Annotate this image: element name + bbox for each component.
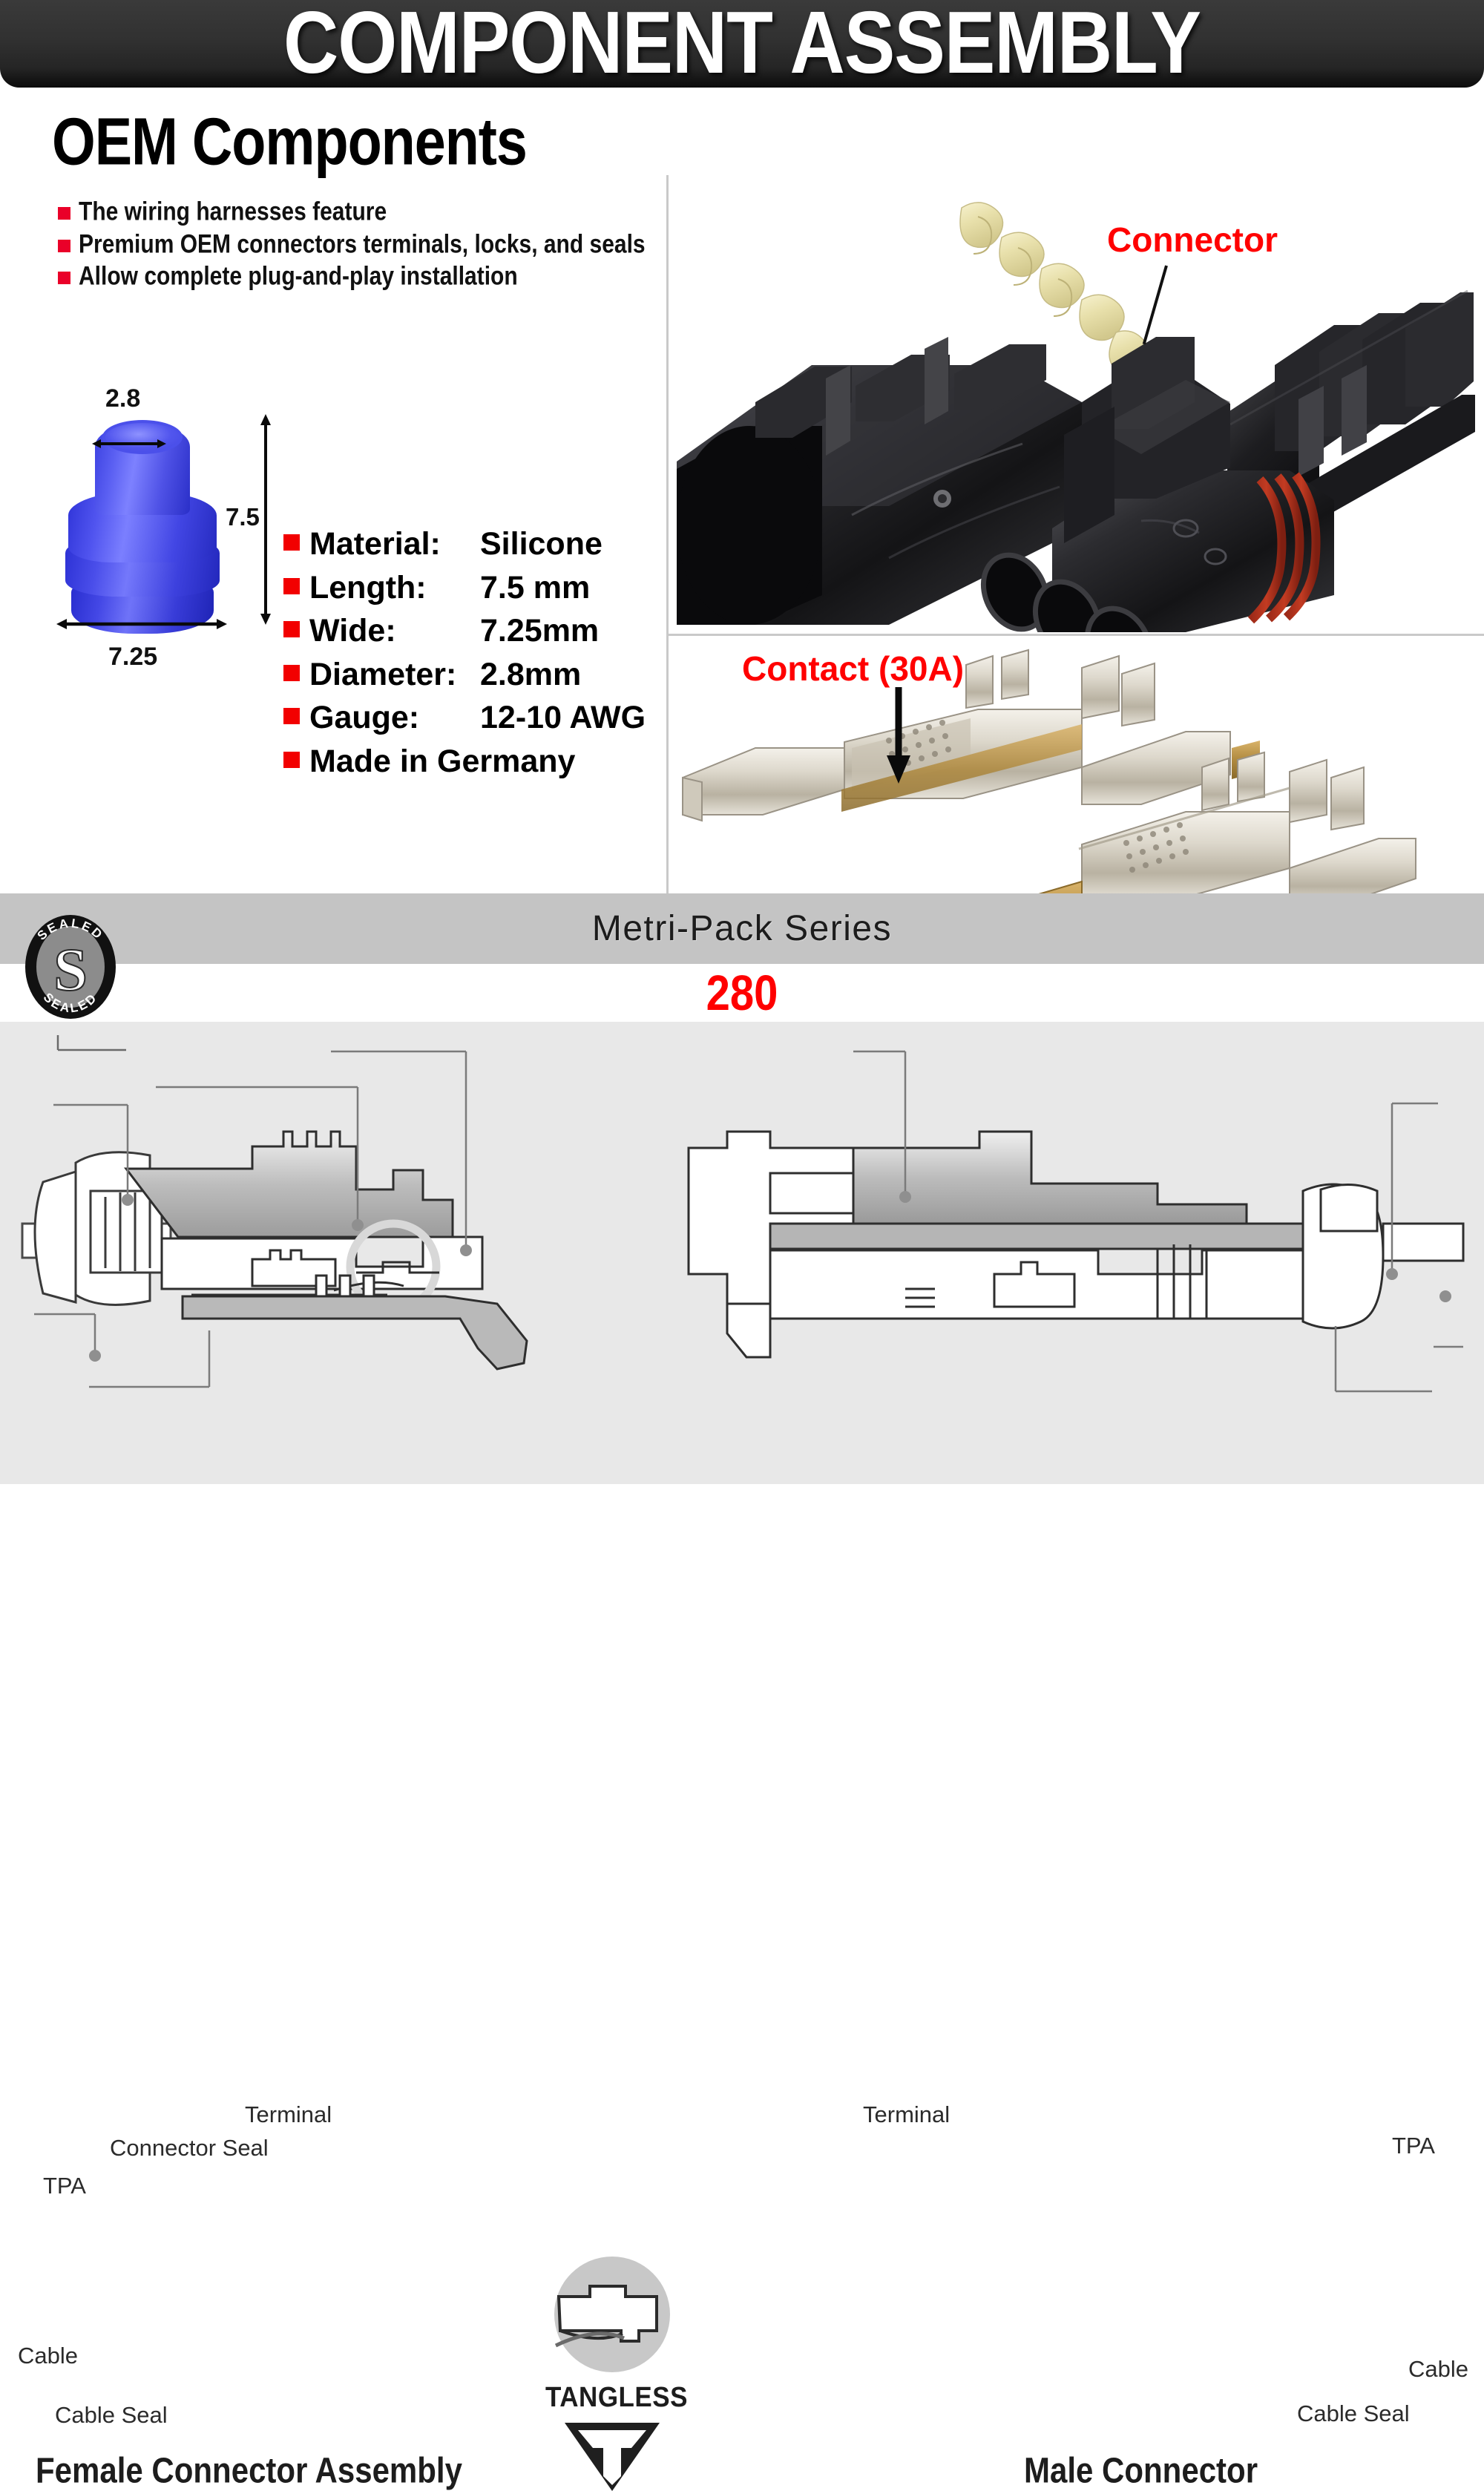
dimension-label-height: 7.5 [226, 503, 260, 531]
list-item: Allow complete plug-and-play installatio… [58, 262, 646, 292]
spec-row: Gauge: 12-10 AWG [283, 698, 646, 738]
feature-text: The wiring harnesses feature [79, 197, 387, 226]
male-housing-shell [677, 337, 1082, 625]
feature-text: Allow complete plug-and-play installatio… [79, 262, 518, 292]
label-cable-seal-male: Cable Seal [1297, 2400, 1410, 2426]
caption-female: Female Connector Assembly [36, 2450, 462, 2490]
page-header: COMPONENT ASSEMBLY [0, 0, 1484, 88]
female-plug-body [980, 337, 1334, 632]
dimension-arrow-width [56, 619, 227, 629]
cutaway-diagram-panel: TPA Connector Seal Terminal Cable Cable … [0, 1022, 1484, 2491]
sealed-badge-icon: SEALED SEALED S [25, 915, 116, 1019]
label-cable-male: Cable [1408, 2356, 1468, 2382]
caption-male: Male Connector [1024, 2450, 1258, 2490]
spec-key: Material: [309, 526, 441, 562]
spec-key: Gauge: [309, 700, 420, 736]
label-tpa-female: TPA [43, 2173, 86, 2199]
specification-list: Material: Silicone Length: 7.5 mm Wide: … [283, 524, 646, 785]
contact-arrow-icon [887, 687, 910, 784]
dimension-label-width: 7.25 [108, 643, 158, 671]
label-connector-seal: Connector Seal [110, 2135, 269, 2161]
feature-text: Premium OEM connectors terminals, locks,… [79, 229, 646, 259]
series-title: Metri-Pack Series [591, 909, 893, 948]
seal-dimension-figure: 2.8 7.25 7.5 [34, 384, 271, 696]
label-cable-seal-female: Cable Seal [55, 2402, 168, 2428]
spec-value: Silicone [480, 526, 603, 562]
square-bullet-icon [58, 272, 70, 285]
label-tpa-male: TPA [1392, 2133, 1435, 2159]
feature-bullet-list: The wiring harnesses feature Premium OEM… [58, 197, 646, 296]
female-housing-shell [1227, 289, 1475, 533]
spec-value: 12-10 AWG [480, 700, 646, 736]
silicone-seal-image [56, 420, 227, 638]
female-connector-cutaway [21, 1035, 528, 1371]
label-terminal-female: Terminal [245, 2101, 332, 2127]
spec-key: Diameter: [309, 656, 457, 692]
oem-components-panel: OEM Components The wiring harnesses feat… [0, 88, 1484, 981]
horizontal-divider [666, 634, 1484, 636]
square-bullet-icon [283, 534, 300, 551]
dimension-label-diameter: 2.8 [105, 384, 141, 413]
vertical-divider [666, 175, 669, 981]
square-bullet-icon [283, 708, 300, 725]
label-terminal-male: Terminal [863, 2101, 951, 2127]
contact-callout-label: Contact (30A) [742, 649, 965, 688]
spec-key: Made in Germany [309, 744, 576, 780]
spec-value: 7.25mm [480, 613, 600, 649]
series-number-row: 280 [0, 964, 1484, 1022]
connector-illustration [677, 202, 1475, 632]
badge-letter-s: S [53, 936, 88, 1003]
square-bullet-icon [283, 621, 300, 638]
spec-row: Made in Germany [283, 741, 646, 782]
dimension-arrow-height [260, 414, 271, 625]
connector-photo [666, 180, 1484, 632]
spec-value: 2.8mm [480, 656, 582, 692]
spec-row: Wide: 7.25mm [283, 611, 646, 652]
male-connector-cutaway [687, 1130, 1465, 1359]
list-item: Premium OEM connectors terminals, locks,… [58, 229, 646, 259]
label-cable-female: Cable [18, 2343, 78, 2369]
spec-row: Material: Silicone [283, 524, 646, 565]
tangless-graphic [554, 2257, 670, 2491]
list-item: The wiring harnesses feature [58, 197, 646, 226]
series-band: Metri-Pack Series [0, 893, 1484, 964]
square-bullet-icon [283, 664, 300, 681]
square-bullet-icon [58, 207, 70, 220]
section-title: OEM Components [52, 103, 528, 180]
square-bullet-icon [283, 577, 300, 594]
page-title: COMPONENT ASSEMBLY [283, 0, 1201, 88]
seal-barrel-opening [102, 420, 183, 454]
connector-callout-label: Connector [1107, 220, 1278, 259]
square-bullet-icon [283, 752, 300, 769]
dimension-arrow-diameter [92, 439, 166, 448]
spec-value: 7.5 mm [480, 569, 591, 605]
spec-row: Length: 7.5 mm [283, 568, 646, 608]
series-number: 280 [706, 965, 778, 1021]
spec-key: Length: [309, 569, 427, 605]
spec-key: Wide: [309, 613, 396, 649]
tangless-badge: TANGLESS [545, 2254, 688, 2491]
tangless-label: TANGLESS [545, 2381, 688, 2413]
spec-row: Diameter: 2.8mm [283, 654, 646, 695]
square-bullet-icon [58, 239, 70, 252]
